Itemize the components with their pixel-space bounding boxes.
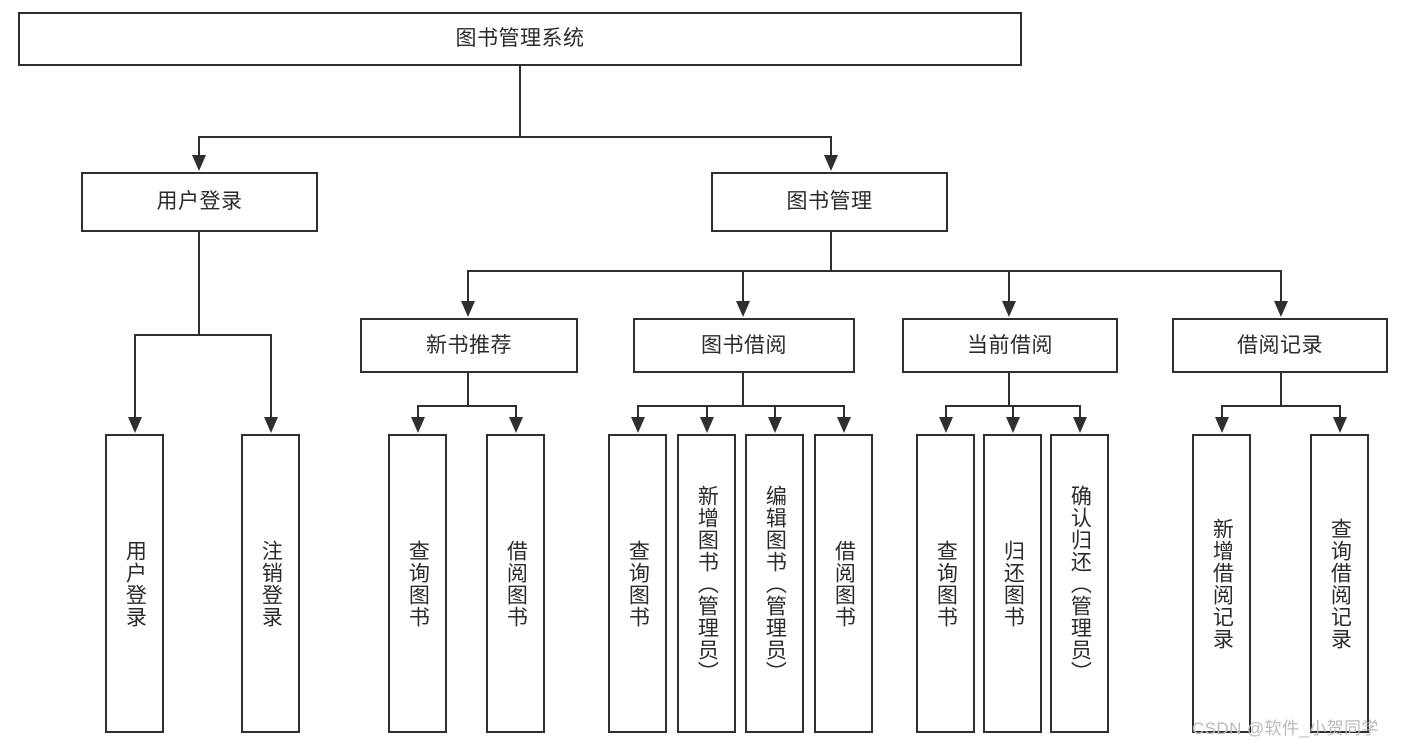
arrowhead-user-login-leaf-2 xyxy=(264,417,278,433)
edge-user-login-to-leaf-2 xyxy=(270,334,272,418)
leaf-borrow-record-2[interactable]: 查询借阅记录 xyxy=(1310,434,1369,733)
node-root-book-management-system[interactable]: 图书管理系统 xyxy=(18,12,1022,66)
edge-book-manage-to-borrow xyxy=(742,270,744,302)
edge-book-manage-to-current xyxy=(1008,270,1010,302)
leaf-current-borrow-2[interactable]: 归还图书 xyxy=(983,434,1042,733)
edge-record-bus xyxy=(1221,405,1341,407)
edge-user-login-to-leaf-1 xyxy=(134,334,136,418)
edge-record-stem xyxy=(1280,373,1282,407)
arrowhead-new-book-leaf-2 xyxy=(509,417,523,433)
arrowhead-book-manage-borrow xyxy=(736,301,750,317)
arrowhead-record-leaf-1 xyxy=(1215,417,1229,433)
node-book-management[interactable]: 图书管理 xyxy=(711,172,948,232)
leaf-book-borrow-4[interactable]: 借阅图书 xyxy=(814,434,873,733)
edge-current-to-leaf-2 xyxy=(1012,405,1014,418)
edge-record-to-leaf-1 xyxy=(1221,405,1223,418)
node-borrow-record[interactable]: 借阅记录 xyxy=(1172,318,1388,373)
edge-borrow-to-leaf-4 xyxy=(843,405,845,418)
arrowhead-new-book-leaf-1 xyxy=(411,417,425,433)
edge-root-to-user-login xyxy=(198,136,200,158)
edge-user-login-stem xyxy=(198,232,200,336)
leaf-current-borrow-1[interactable]: 查询图书 xyxy=(916,434,975,733)
edge-current-stem xyxy=(1008,373,1010,407)
edge-borrow-stem xyxy=(742,373,744,407)
edge-new-book-bus xyxy=(417,405,517,407)
edge-record-to-leaf-2 xyxy=(1339,405,1341,418)
edge-new-book-stem xyxy=(467,373,469,407)
arrowhead-current-leaf-3 xyxy=(1073,417,1087,433)
leaf-new-book-2[interactable]: 借阅图书 xyxy=(486,434,545,733)
edge-new-book-to-leaf-2 xyxy=(515,405,517,418)
arrowhead-borrow-leaf-3 xyxy=(768,417,782,433)
arrowhead-borrow-leaf-4 xyxy=(837,417,851,433)
edge-root-bus xyxy=(198,136,832,138)
leaf-new-book-1[interactable]: 查询图书 xyxy=(388,434,447,733)
edge-borrow-bus xyxy=(637,405,845,407)
edge-root-to-book-manage xyxy=(830,136,832,158)
leaf-user-login-1[interactable]: 用户登录 xyxy=(105,434,164,733)
leaf-book-borrow-1[interactable]: 查询图书 xyxy=(608,434,667,733)
edge-user-login-bus xyxy=(134,334,272,336)
arrowhead-record-leaf-2 xyxy=(1333,417,1347,433)
arrowhead-current-leaf-2 xyxy=(1006,417,1020,433)
edge-borrow-to-leaf-1 xyxy=(637,405,639,418)
leaf-user-login-2[interactable]: 注销登录 xyxy=(241,434,300,733)
leaf-book-borrow-2[interactable]: 新增图书（管理员） xyxy=(677,434,736,733)
edge-current-to-leaf-1 xyxy=(945,405,947,418)
edge-book-manage-bus xyxy=(467,270,1282,272)
edge-borrow-to-leaf-3 xyxy=(774,405,776,418)
leaf-book-borrow-3[interactable]: 编辑图书（管理员） xyxy=(745,434,804,733)
arrowhead-borrow-leaf-2 xyxy=(700,417,714,433)
edge-borrow-to-leaf-2 xyxy=(706,405,708,418)
arrowhead-user-login-leaf-1 xyxy=(128,417,142,433)
arrowhead-root-to-book-manage xyxy=(824,155,838,171)
csdn-watermark: CSDN @软件_小贺同学 xyxy=(1192,719,1379,738)
edge-book-manage-stem xyxy=(830,232,832,272)
arrowhead-current-leaf-1 xyxy=(939,417,953,433)
edge-root-stem xyxy=(519,66,521,138)
node-new-book-recommend[interactable]: 新书推荐 xyxy=(360,318,578,373)
node-current-borrow[interactable]: 当前借阅 xyxy=(902,318,1118,373)
arrowhead-book-manage-new-book xyxy=(461,301,475,317)
edge-current-to-leaf-3 xyxy=(1079,405,1081,418)
edge-book-manage-to-record xyxy=(1280,270,1282,302)
edge-book-manage-to-new-book xyxy=(467,270,469,302)
arrowhead-book-manage-record xyxy=(1274,301,1288,317)
arrowhead-borrow-leaf-1 xyxy=(631,417,645,433)
arrowhead-book-manage-current xyxy=(1002,301,1016,317)
arrowhead-root-to-user-login xyxy=(192,155,206,171)
edge-new-book-to-leaf-1 xyxy=(417,405,419,418)
node-book-borrow[interactable]: 图书借阅 xyxy=(633,318,855,373)
node-user-login[interactable]: 用户登录 xyxy=(81,172,318,232)
leaf-current-borrow-3[interactable]: 确认归还（管理员） xyxy=(1050,434,1109,733)
leaf-borrow-record-1[interactable]: 新增借阅记录 xyxy=(1192,434,1251,733)
